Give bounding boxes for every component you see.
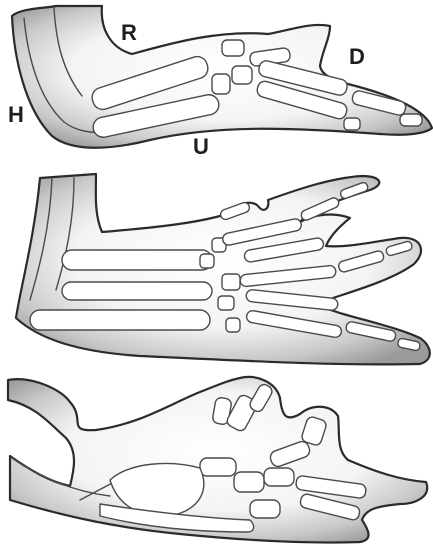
label-h: H [8, 104, 24, 126]
panel-3-limb [8, 377, 427, 543]
label-d: D [349, 46, 365, 68]
label-r: R [121, 22, 137, 44]
label-u: U [193, 136, 209, 158]
panel-1-limb [12, 6, 432, 148]
panel-2-limb [16, 174, 430, 364]
